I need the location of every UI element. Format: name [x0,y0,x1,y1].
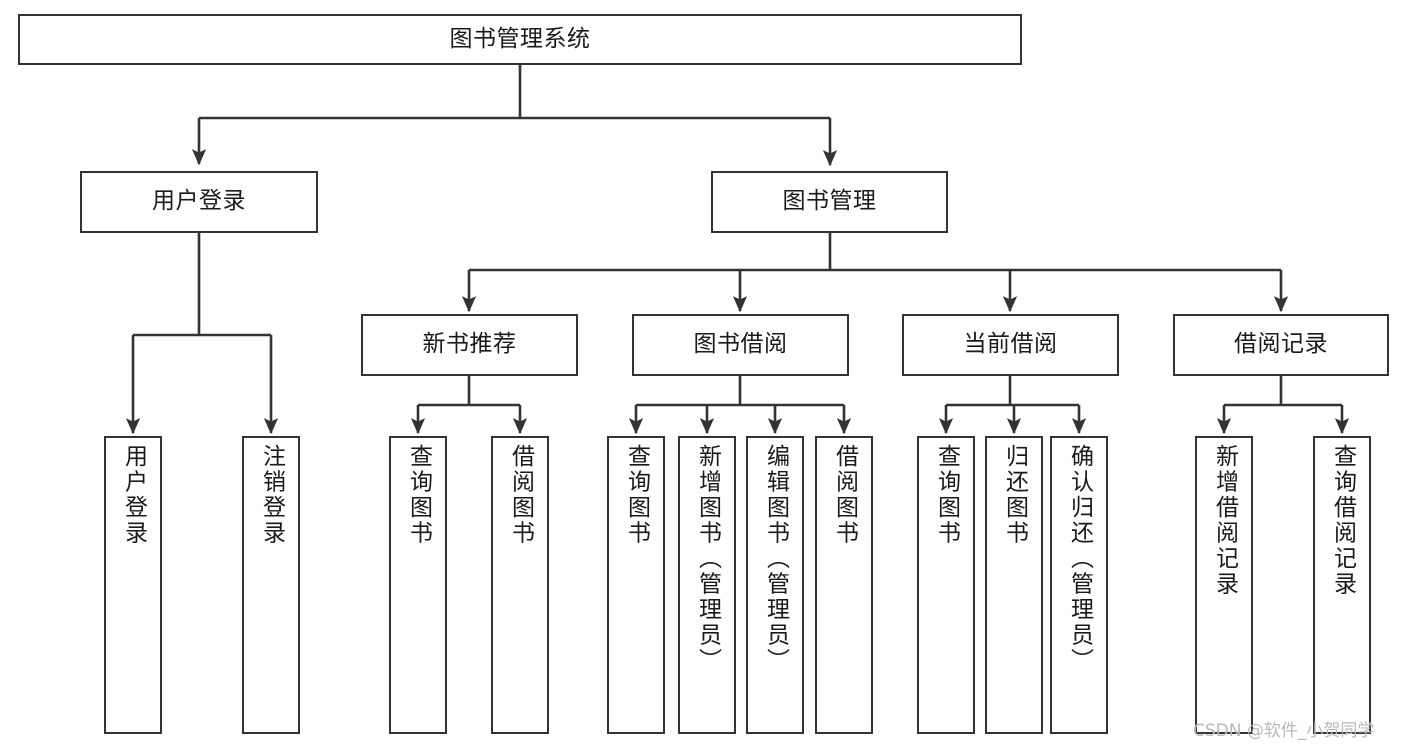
node-label: 图书借阅 [693,331,788,358]
node-label: 新书推荐 [422,331,517,358]
node-label: 确认归还（管理员） [1066,444,1093,674]
leaf-query-book-borrow[interactable]: 查询图书 [607,436,665,734]
leaf-logout-login[interactable]: 注销登录 [242,436,300,734]
leaf-query-book-current[interactable]: 查询图书 [917,436,975,734]
leaf-return-book[interactable]: 归还图书 [985,436,1043,734]
leaf-edit-book-admin[interactable]: 编辑图书（管理员） [746,436,804,734]
node-label: 查询图书 [933,444,960,546]
leaf-query-book-recommend[interactable]: 查询图书 [389,436,447,734]
node-label: 编辑图书（管理员） [762,444,789,674]
node-current-borrow[interactable]: 当前借阅 [902,314,1119,376]
node-label: 查询图书 [623,444,650,546]
node-book-management[interactable]: 图书管理 [711,171,948,233]
leaf-user-login[interactable]: 用户登录 [104,436,162,734]
node-label: 借阅图书 [507,444,534,546]
leaf-confirm-return-admin[interactable]: 确认归还（管理员） [1050,436,1108,734]
node-label: 新增图书（管理员） [694,444,721,674]
node-new-book-recommend[interactable]: 新书推荐 [361,314,578,376]
node-label: 借阅图书 [831,444,858,546]
node-label: 图书管理 [782,188,877,215]
leaf-borrow-book-recommend[interactable]: 借阅图书 [491,436,549,734]
node-label: 用户登录 [152,188,246,215]
leaf-add-book-admin[interactable]: 新增图书（管理员） [678,436,736,734]
leaf-query-borrow-record[interactable]: 查询借阅记录 [1313,436,1371,734]
node-label: 注销登录 [258,444,285,546]
node-label: 图书管理系统 [449,25,591,52]
node-label: 查询借阅记录 [1329,444,1356,597]
node-root-system[interactable]: 图书管理系统 [18,14,1022,65]
leaf-add-borrow-record[interactable]: 新增借阅记录 [1195,436,1253,734]
node-book-borrow[interactable]: 图书借阅 [632,314,849,376]
node-label: 归还图书 [1001,444,1028,546]
node-label: 用户登录 [120,444,147,546]
node-borrow-record[interactable]: 借阅记录 [1173,314,1389,376]
leaf-borrow-book[interactable]: 借阅图书 [815,436,873,734]
node-label: 当前借阅 [963,331,1058,358]
node-label: 查询图书 [405,444,432,546]
node-label: 借阅记录 [1234,331,1328,358]
watermark-text: CSDN @软件_小贺同学 [1193,721,1375,741]
node-user-login[interactable]: 用户登录 [80,171,318,233]
node-label: 新增借阅记录 [1211,444,1238,597]
